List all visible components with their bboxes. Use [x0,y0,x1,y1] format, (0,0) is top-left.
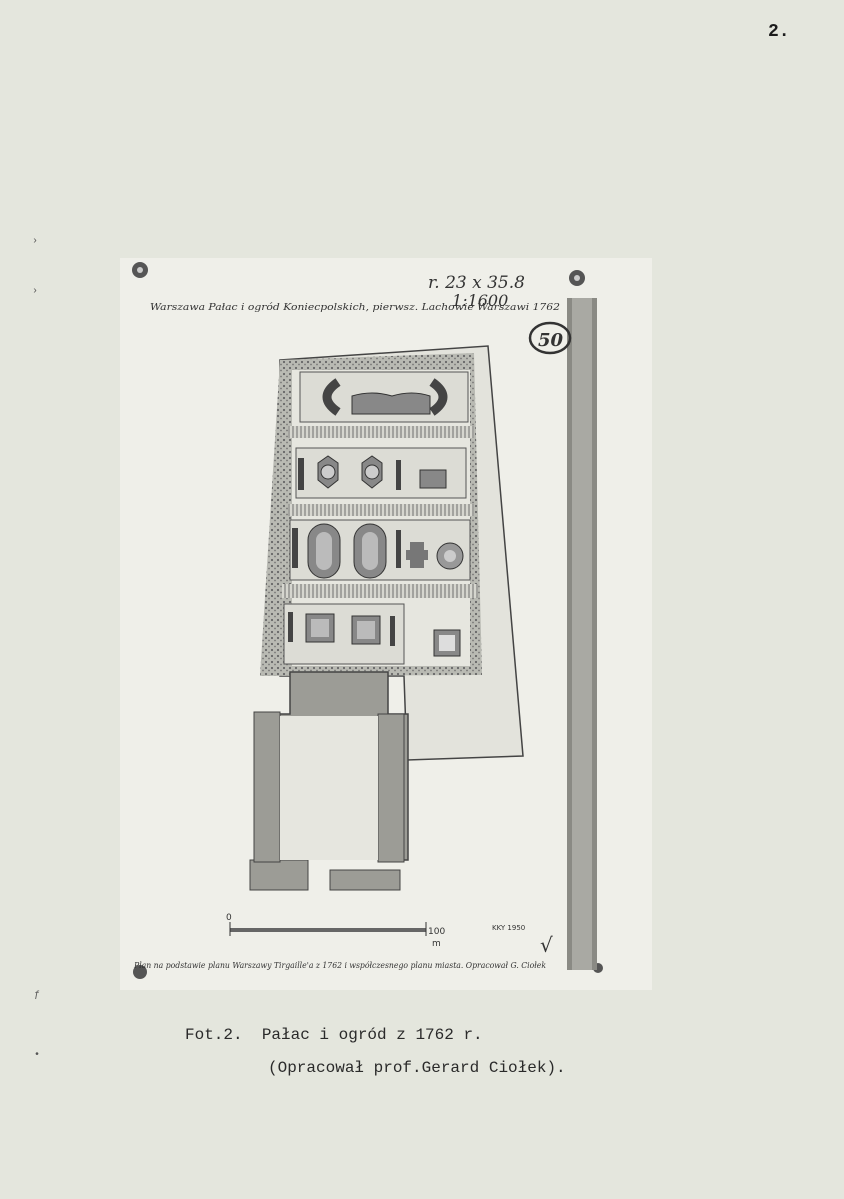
scale-hundred: 100 [428,927,445,937]
garden-plan-photo: r. 23 x 35.8 1:1600 Warszawa Pałac i ogr… [120,258,652,990]
svg-text:√: √ [540,933,553,957]
page-number: 2. [768,22,790,42]
margin-mark: ƒ [34,990,41,1001]
parterre-rect [419,469,447,489]
palace-wing [329,869,401,891]
parterre-centre [351,392,431,415]
pin-hole [133,965,147,979]
scale-zero: 0 [226,913,232,923]
handwritten-dimensions: r. 23 x 35.8 [428,273,525,293]
catalog-stamp [528,321,572,355]
fence-row [282,584,478,598]
catalog-number: 50 [538,330,564,351]
margin-mark: • [34,1050,41,1061]
parterre-scroll [429,378,448,416]
palace-wing [249,859,309,891]
figure-caption: Fot.2. Pałac i ogród z 1762 r. [185,1026,483,1044]
fence-row [288,426,474,438]
figure-credit: (Opracował prof.Gerard Ciołek). [268,1059,566,1077]
handwritten-scale: 1:1600 [452,291,508,310]
margin-mark: › [32,286,39,297]
scale-unit: m [432,939,441,949]
margin-mark: › [32,236,39,247]
handwritten-title: Warszawa Pałac i ogród Koniecpolskich, p… [150,302,560,313]
fence-row [288,504,474,516]
bottom-note: Plan na podstawie planu Warszawy Tirgail… [133,960,546,971]
parterre-scroll [322,378,341,416]
plan-signature: KKY 1950 [492,924,525,932]
